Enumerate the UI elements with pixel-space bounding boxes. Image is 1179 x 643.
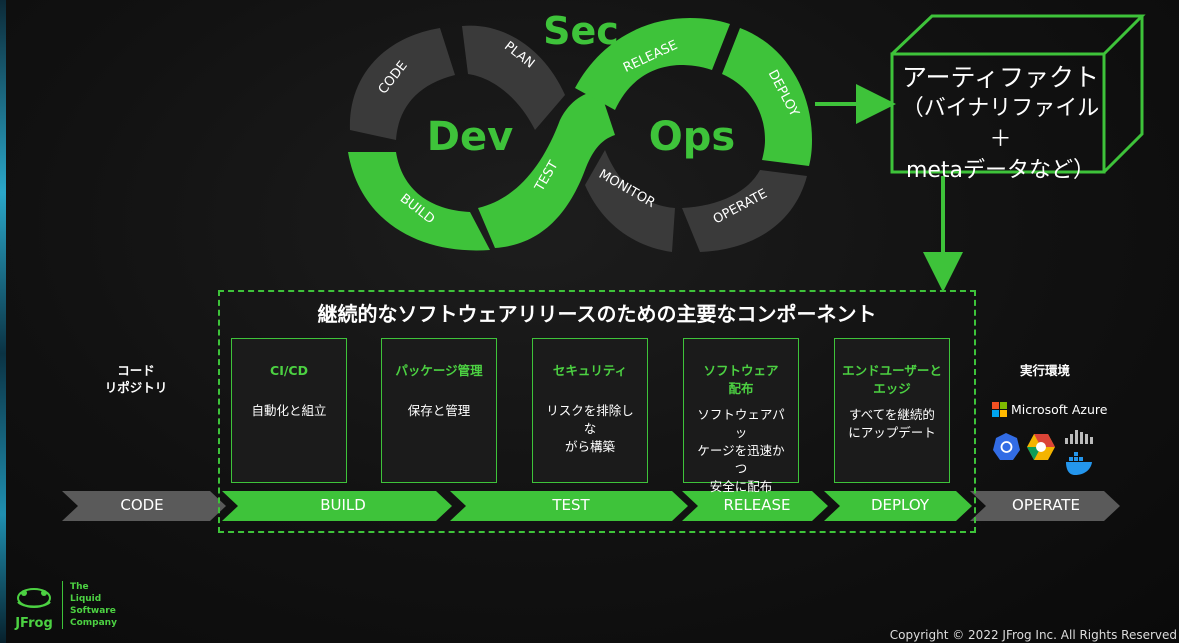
kubernetes-icon	[993, 433, 1020, 460]
stage-label-build: BUILD	[320, 496, 366, 514]
docker-icon	[1066, 452, 1092, 475]
stage-label-operate: OPERATE	[1012, 496, 1080, 514]
artifact-line1: アーティファクト	[901, 63, 1099, 92]
card-desc: すべてを継続的	[849, 407, 935, 422]
svg-text:JFrog: JFrog	[14, 616, 53, 631]
artifact-line2: （バイナリファイル＋	[901, 96, 1100, 152]
stage-arrow-test	[450, 491, 688, 521]
segment-monitor	[585, 150, 675, 252]
card-end-users-edge: エンドユーザーと エッジ すべてを継続的 にアップデート	[834, 338, 950, 483]
dev-label: Dev	[427, 114, 513, 160]
segment-plan	[462, 25, 565, 131]
runtime-label: 実行環境	[1019, 363, 1070, 378]
segment-operate	[682, 170, 807, 252]
card-desc: 保存と管理	[407, 403, 471, 418]
stage-label-test: TEST	[552, 496, 590, 514]
stage-arrow-build	[222, 491, 452, 521]
pipeline-arrows	[62, 491, 1120, 521]
card-desc: がら構築	[564, 439, 615, 454]
azure-label: Microsoft Azure	[1011, 402, 1108, 417]
tagline: The Liquid Software Company	[62, 581, 117, 629]
stage-arrow-operate	[970, 491, 1120, 521]
edge-decoration-strip	[0, 0, 6, 643]
segment-deploy	[722, 28, 812, 166]
frame-title: 継続的なソフトウェアリリースのための主要なコンポーネント	[317, 302, 877, 326]
card-desc: にアップデート	[848, 425, 936, 440]
ops-label: Ops	[649, 114, 735, 160]
sec-label: Sec	[543, 9, 619, 53]
infinity-loop	[348, 18, 812, 252]
card-cicd: CI/CD 自動化と組立	[231, 338, 347, 483]
card-desc: 自動化と組立	[251, 403, 327, 418]
segment-release	[575, 18, 730, 110]
stage-arrow-deploy	[824, 491, 972, 521]
card-title: パッケージ管理	[395, 363, 483, 378]
card-security: セキュリティ リスクを排除しな がら構築	[532, 338, 648, 483]
copyright: Copyright © 2022 JFrog Inc. All Rights R…	[889, 628, 1177, 642]
card-package-management: パッケージ管理 保存と管理	[381, 338, 497, 483]
card-desc: 安全に配布	[709, 479, 773, 494]
card-title: エンドユーザーと	[842, 363, 942, 378]
stage-label-code: CODE	[120, 496, 164, 514]
segment-build	[348, 152, 490, 251]
jfrog-logo: JFrog	[10, 584, 58, 636]
microsoft-azure: Microsoft Azure	[992, 402, 1107, 417]
code-repository-label: コード リポジトリ	[104, 363, 168, 395]
microsoft-logo-icon	[992, 402, 1007, 417]
card-desc: リスクを排除しな	[546, 403, 634, 436]
card-title: 配布	[728, 381, 754, 396]
stage-label-release: RELEASE	[723, 496, 791, 514]
card-desc: ソフトウェアパッ	[697, 407, 785, 440]
artifact-label: アーティファクト （バイナリファイル＋ metaデータなど）	[898, 62, 1103, 186]
server-cluster-icon	[1065, 430, 1093, 444]
card-title: ソフトウェア	[703, 363, 779, 378]
google-cloud-icon	[1027, 434, 1055, 460]
segment-test	[478, 90, 615, 248]
card-title: CI/CD	[270, 363, 308, 378]
segment-code	[349, 28, 455, 140]
artifact-line3: metaデータなど）	[905, 158, 1096, 183]
stage-arrow-code	[62, 491, 226, 521]
card-title: セキュリティ	[552, 363, 628, 378]
stage-arrow-release	[682, 491, 828, 521]
artifact-box	[890, 14, 1146, 174]
card-software-distribution: ソフトウェア 配布 ソフトウェアパッ ケージを迅速かつ 安全に配布	[683, 338, 799, 494]
stage-label-deploy: DEPLOY	[870, 496, 930, 514]
card-desc: ケージを迅速かつ	[697, 443, 785, 476]
frog-icon: JFrog	[14, 588, 53, 631]
card-title: エッジ	[873, 381, 911, 396]
components-frame	[218, 290, 976, 533]
